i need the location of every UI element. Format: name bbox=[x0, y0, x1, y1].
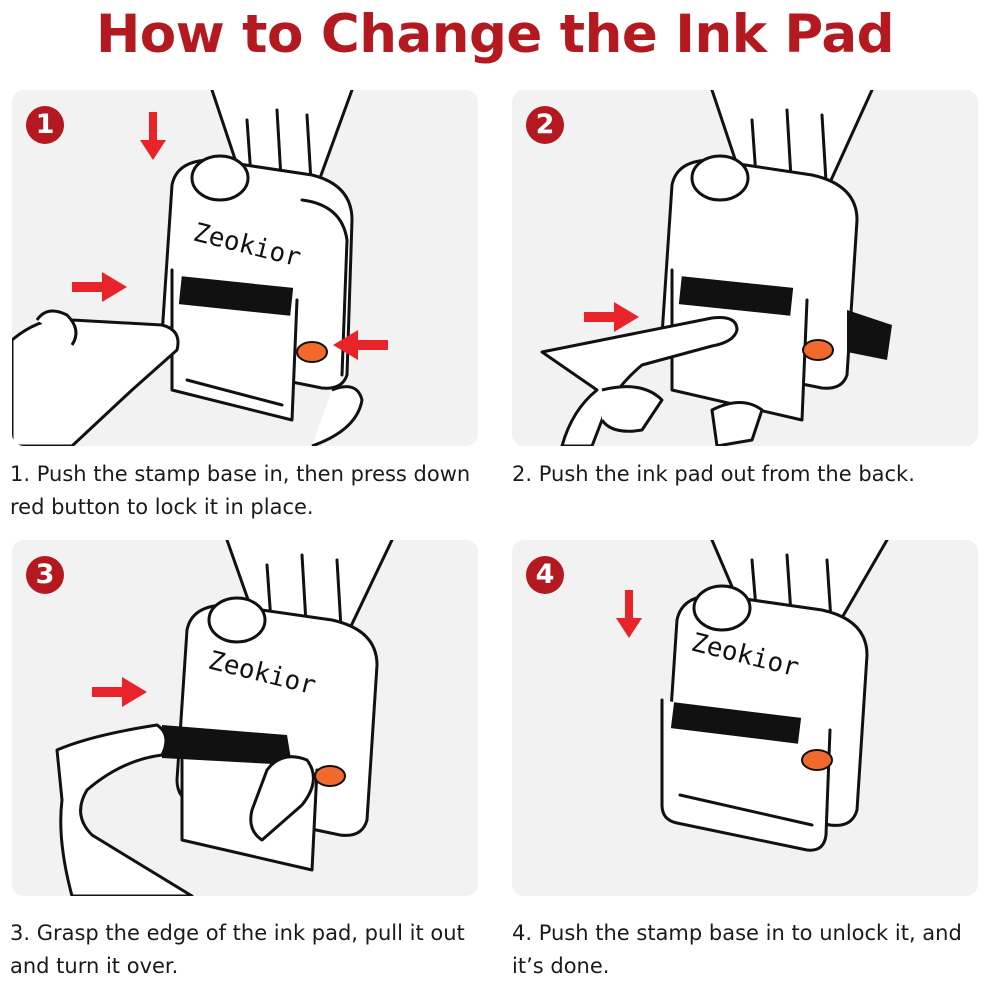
arrow-right-icon bbox=[72, 272, 127, 302]
arrow-right-icon bbox=[584, 302, 639, 332]
step-1-badge: 1 bbox=[26, 106, 64, 144]
step-4-panel: Zeokior 4 bbox=[512, 540, 978, 896]
arrow-right-icon bbox=[92, 677, 147, 707]
step-2-caption: 2. Push the ink pad out from the back. bbox=[512, 462, 915, 486]
ink-pad bbox=[178, 276, 294, 316]
step-3-caption: 3. Grasp the edge of the ink pad, pull i… bbox=[10, 921, 465, 978]
step-2-panel: 2 bbox=[512, 90, 978, 446]
ink-pad-back bbox=[847, 310, 892, 360]
ink-pad bbox=[162, 725, 292, 765]
step-2-badge: 2 bbox=[526, 106, 564, 144]
step-3-illustration: Zeokior bbox=[55, 540, 394, 896]
arrow-down-icon bbox=[616, 590, 642, 638]
step-4-badge: 4 bbox=[526, 556, 564, 594]
page-title: How to Change the Ink Pad bbox=[95, 4, 895, 65]
red-lock-button bbox=[296, 341, 328, 363]
step-1-illustration: Zeokior bbox=[12, 90, 388, 446]
step-4-caption: 4. Push the stamp base in to unlock it, … bbox=[512, 921, 962, 978]
step-4-illustration: Zeokior bbox=[616, 540, 889, 852]
step-2-illustration bbox=[540, 90, 892, 446]
arrow-left-icon bbox=[333, 330, 388, 360]
step-1-caption: 1. Push the stamp base in, then press do… bbox=[10, 462, 471, 519]
arrow-down-icon bbox=[140, 112, 166, 160]
ink-pad bbox=[670, 702, 802, 744]
step-1-panel: Zeokior 1 bbox=[12, 90, 478, 446]
step-3-panel: Zeokior 3 bbox=[12, 540, 478, 896]
step-3-badge: 3 bbox=[26, 556, 64, 594]
